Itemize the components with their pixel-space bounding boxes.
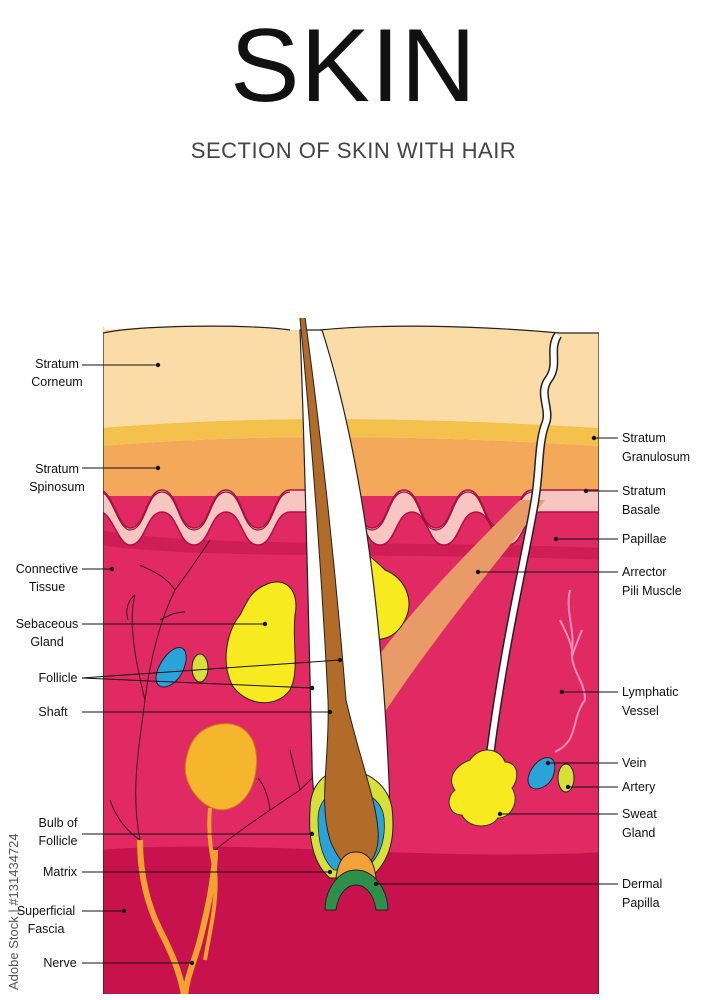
label-stratum-corneum: Stratum Corneum: [31, 357, 161, 389]
label-text: Tissue: [29, 580, 65, 594]
label-lymphatic-vessel: Lymphatic Vessel: [559, 685, 679, 718]
sweat-gland-coil: [448, 749, 518, 827]
label-text: Corneum: [31, 375, 82, 389]
vein-right: [527, 757, 556, 790]
label-papillae: Papillae: [553, 532, 667, 546]
label-text: Stratum: [35, 462, 79, 476]
label-follicle: Follicle: [39, 657, 343, 691]
label-vein: Vein: [545, 756, 646, 770]
label-text: Nerve: [43, 956, 76, 970]
label-text: Sweat: [622, 807, 657, 821]
label-sweat-gland: Sweat Gland: [497, 807, 657, 840]
label-text: Follicle: [39, 834, 78, 848]
label-text: Stratum: [622, 484, 666, 498]
label-connective-tissue: Connective Tissue: [16, 562, 115, 594]
label-text: Connective: [16, 562, 79, 576]
block-outline: [103, 325, 599, 994]
label-sebaceous-gland: Sebaceous Gland: [16, 617, 268, 649]
label-superficial-fascia: Superficial Fascia: [17, 904, 127, 936]
stratum-basale: [103, 489, 599, 546]
hypodermis: [103, 846, 599, 994]
page-subtitle: SECTION OF SKIN WITH HAIR: [190, 138, 517, 163]
vein-left: [155, 647, 187, 688]
label-dermal-papilla: Dermal Papilla: [373, 877, 662, 910]
label-text: Artery: [622, 780, 656, 794]
sweat-duct-inner: [487, 333, 561, 756]
label-text: Sebaceous: [16, 617, 79, 631]
label-text: Lymphatic: [622, 685, 679, 699]
lymphatic-vessel: [554, 589, 586, 753]
label-arrector-pili-muscle: Arrector Pili Muscle: [475, 565, 682, 598]
label-nerve: Nerve: [43, 956, 195, 970]
label-stratum-spinosum: Stratum Spinosum: [29, 462, 161, 494]
label-text: Granulosum: [622, 450, 690, 464]
stratum-granulosum: [103, 419, 599, 446]
label-matrix: Matrix: [43, 865, 333, 879]
label-artery: Artery: [565, 780, 656, 794]
label-text: Basale: [622, 503, 660, 517]
label-text: Pili Muscle: [622, 584, 682, 598]
label-text: Gland: [622, 826, 655, 840]
stratum-corneum: [103, 325, 599, 428]
artery-right: [557, 763, 575, 793]
label-text: Vessel: [622, 704, 659, 718]
label-text: Stratum: [35, 357, 79, 371]
label-text: Gland: [30, 635, 63, 649]
label-text: Bulb of: [39, 816, 78, 830]
nerve-ending-stem: [203, 807, 218, 961]
label-text: Matrix: [43, 865, 78, 879]
label-text: Shaft: [38, 705, 68, 719]
label-text: Stratum: [622, 431, 666, 445]
label-text: Fascia: [28, 922, 65, 936]
nerve-ending: [184, 723, 258, 811]
stock-watermark: Adobe Stock | #131434724: [6, 833, 21, 990]
label-bulb-of-follicle: Bulb of Follicle: [39, 816, 315, 848]
label-shaft: Shaft: [38, 705, 333, 719]
label-stratum-basale: Stratum Basale: [583, 484, 666, 517]
label-text: Papillae: [622, 532, 667, 546]
label-text: Arrector: [622, 565, 666, 579]
label-text: Superficial: [17, 904, 75, 918]
label-text: Dermal: [622, 877, 662, 891]
label-text: Follicle: [39, 671, 78, 685]
dermal-papilla-inner: [324, 869, 389, 911]
label-text: Papilla: [622, 896, 660, 910]
sebaceous-gland-left: [225, 581, 297, 704]
artery-left: [191, 653, 209, 683]
label-stratum-granulosum: Stratum Granulosum: [591, 431, 690, 464]
page-title: SKIN: [230, 8, 477, 124]
label-text: Spinosum: [29, 480, 85, 494]
label-text: Vein: [622, 756, 646, 770]
